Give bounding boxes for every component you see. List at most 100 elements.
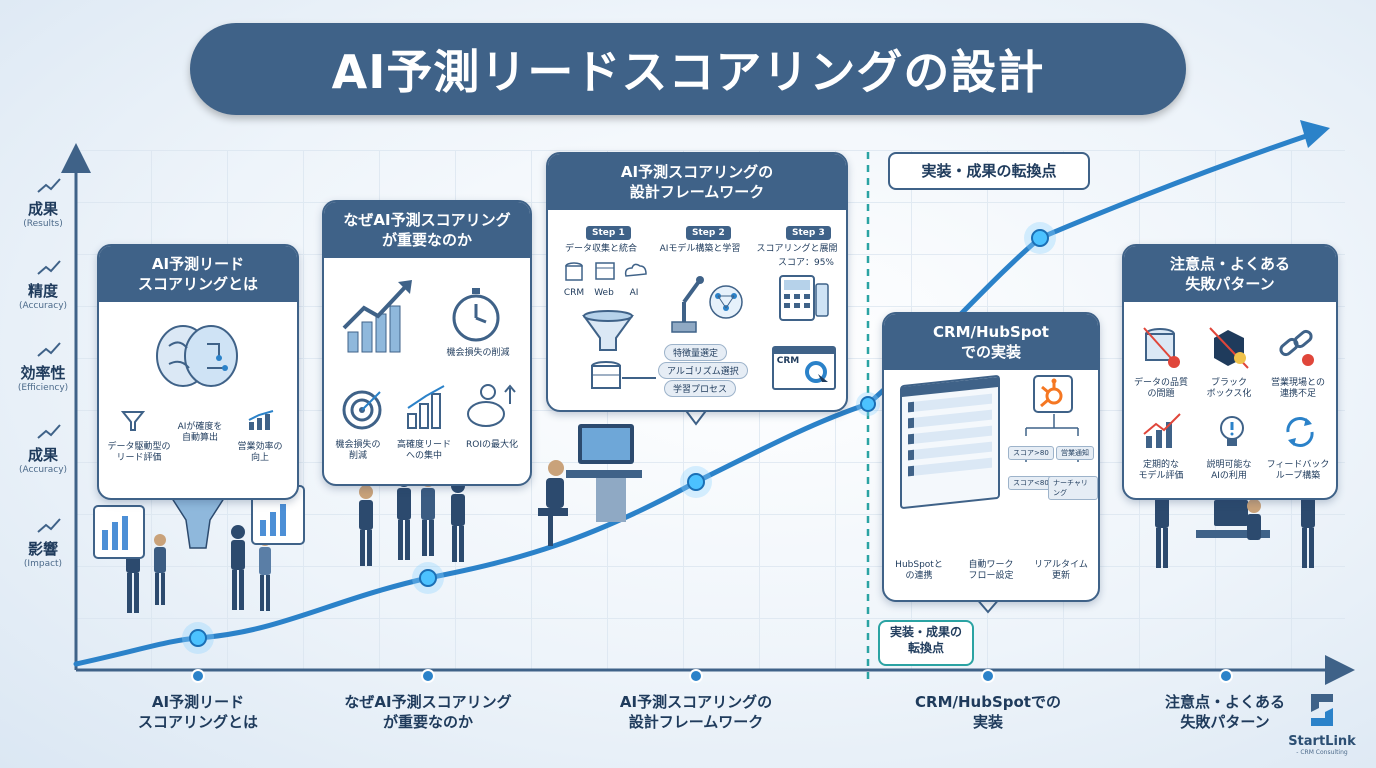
data-sources-icon	[565, 262, 647, 281]
curve-node-2	[412, 562, 444, 594]
page-title-text: AI予測リードスコアリングの設計	[331, 45, 1045, 99]
source-label: Web	[594, 288, 614, 298]
stage-label-line: なぜAI予測スコアリング	[344, 693, 512, 711]
refresh-cycle-icon	[1286, 417, 1314, 447]
dashboard-panels	[93, 485, 305, 559]
curve-node-5	[1024, 222, 1056, 254]
y-label-5: 影響 (Impact)	[6, 518, 80, 569]
card-what-is: AI予測リード スコアリングとは データ駆動型の リード評価 AIが確度を 自動…	[97, 244, 299, 500]
y-label-main: 影響	[27, 540, 58, 558]
card-framework-header: AI予測スコアリングの 設計フレームワーク	[548, 154, 846, 210]
card-why-important: なぜAI予測スコアリング が重要なのか 機会損失の削減 機会損失の 削減 高確度…	[322, 200, 532, 486]
card5-item-text: 定期的な モデル評価	[1138, 460, 1184, 481]
stage-label-line: AI予測スコアリングの	[619, 693, 773, 711]
startlink-logo-icon	[1311, 694, 1333, 726]
y-label-3: 効率性 (Efficiency)	[6, 342, 80, 393]
stage-label-5: 注意点・よくある 失敗パターン	[1150, 692, 1300, 732]
stage-label-2: なぜAI予測スコアリング が重要なのか	[318, 692, 538, 732]
hubspot-logo-icon	[1033, 375, 1073, 413]
card5-item-text: ブラック ボックス化	[1206, 378, 1252, 399]
card-framework: AI予測スコアリングの 設計フレームワーク Step 1 Step 2 Step…	[546, 152, 848, 412]
trend-up-icon	[37, 178, 61, 193]
y-label-main: 成果	[27, 200, 58, 218]
stage-label-line: 実装	[972, 713, 1003, 731]
process-pill: 特徴量選定	[664, 344, 728, 361]
y-label-main: 効率性	[20, 364, 66, 382]
desk-worker-illustration	[538, 424, 642, 546]
workflow-box: 営業通知	[1056, 446, 1094, 460]
card5-item-text: 説明可能な AIの利用	[1206, 460, 1252, 481]
stage-label-4: CRM/HubSpotでの 実装	[898, 692, 1078, 732]
turning-point-callout-bottom: 実装・成果の 転換点	[878, 620, 974, 666]
card-heading-line: AI予測スコアリングの	[620, 163, 774, 181]
bar-chart-icon	[248, 410, 274, 430]
y-label-main: 成果	[27, 446, 58, 464]
y-label-sub: (Impact)	[23, 559, 63, 569]
growth-arrow-head	[1300, 120, 1330, 148]
card-heading-line: での実装	[960, 343, 1021, 361]
source-label: CRM	[563, 288, 585, 298]
card-heading-line: スコアリングとは	[137, 275, 258, 293]
card-heading-line: 失敗パターン	[1185, 275, 1275, 293]
workflow-box: スコア<80	[1008, 476, 1054, 490]
stage-label-3: AI予測スコアリングの 設計フレームワーク	[596, 692, 796, 732]
black-box-icon	[1209, 327, 1249, 369]
card-why-header: なぜAI予測スコアリング が重要なのか	[324, 202, 530, 258]
curve-node-1	[182, 622, 214, 654]
step-2-text: AIモデル構築と学習	[659, 244, 741, 254]
card2-item-text: ROIの最大化	[466, 440, 518, 450]
card-hubspot: CRM/HubSpot での実装 スコア>80 営業通知 スコア<80 ナーチャ…	[882, 312, 1100, 602]
card3-pointer	[683, 407, 709, 426]
card-heading-line: なぜAI予測スコアリング	[343, 211, 511, 229]
card5-item-text: データの品質 の問題	[1133, 378, 1188, 399]
crm-screen-illustration	[900, 374, 1000, 510]
card1-item-text: 営業効率の 向上	[237, 442, 283, 463]
startlink-logo: StartLink - CRM Consulting	[1282, 690, 1362, 756]
bar-chart-icon	[1143, 413, 1181, 448]
card2-item-text: 機会損失の削減	[446, 348, 510, 358]
growth-curve	[73, 129, 1321, 667]
card4-item-text: 自動ワーク フロー設定	[968, 560, 1014, 581]
page-title: AI予測リードスコアリングの設計	[190, 23, 1186, 115]
card2-item-text: 機会損失の 削減	[335, 440, 381, 461]
card-heading-line: が重要なのか	[381, 231, 472, 249]
x-tick-4	[981, 669, 995, 683]
stage-label-1: AI予測リード スコアリングとは	[108, 692, 288, 732]
stage-label-line: が重要なのか	[382, 713, 473, 731]
card4-item-text: HubSpotと の連携	[895, 560, 943, 581]
piggy-bank-icon	[467, 384, 516, 427]
card1-item-text: データ駆動型の リード評価	[107, 442, 171, 463]
x-tick-3	[689, 669, 703, 683]
card1-item-text: AIが確度を 自動算出	[177, 422, 223, 443]
robot-arm-network-icon	[671, 276, 743, 333]
stage-label-line: 設計フレームワーク	[628, 713, 764, 731]
y-label-4: 成果 (Accuracy)	[6, 424, 80, 475]
step-3-text: スコアリングと展開	[756, 244, 838, 254]
stage-label-line: スコアリングとは	[137, 713, 258, 731]
x-tick-1	[191, 669, 205, 683]
stage-label-line: 失敗パターン	[1180, 713, 1270, 731]
bar-chart-icon	[407, 385, 445, 429]
trend-up-icon	[37, 518, 61, 533]
step-2-badge: Step 2	[686, 226, 731, 240]
source-label: AI	[629, 288, 639, 298]
stopwatch-icon	[452, 288, 500, 342]
curve-node-4	[856, 392, 880, 416]
card-pitfalls-header: 注意点・よくある 失敗パターン	[1124, 246, 1336, 302]
card5-item-text: 営業現場との 連携不足	[1271, 378, 1325, 399]
card-heading-line: 設計フレームワーク	[629, 183, 765, 201]
x-tick-2	[421, 669, 435, 683]
people-group-2	[359, 473, 465, 566]
target-icon	[342, 390, 382, 430]
crm-label: CRM	[776, 356, 800, 366]
broken-link-icon	[1279, 329, 1314, 366]
workflow-box: ナーチャリング	[1048, 476, 1098, 500]
database-error-icon	[1143, 327, 1180, 368]
filter-funnel-icon	[121, 411, 145, 431]
x-tick-5	[1219, 669, 1233, 683]
y-label-main: 精度	[27, 282, 58, 300]
turning-point-callout: 実装・成果の転換点	[888, 152, 1090, 190]
card-heading-line: 注意点・よくある	[1169, 255, 1290, 273]
y-label-sub: (Efficiency)	[17, 383, 69, 393]
card-what-is-header: AI予測リード スコアリングとは	[99, 246, 297, 302]
